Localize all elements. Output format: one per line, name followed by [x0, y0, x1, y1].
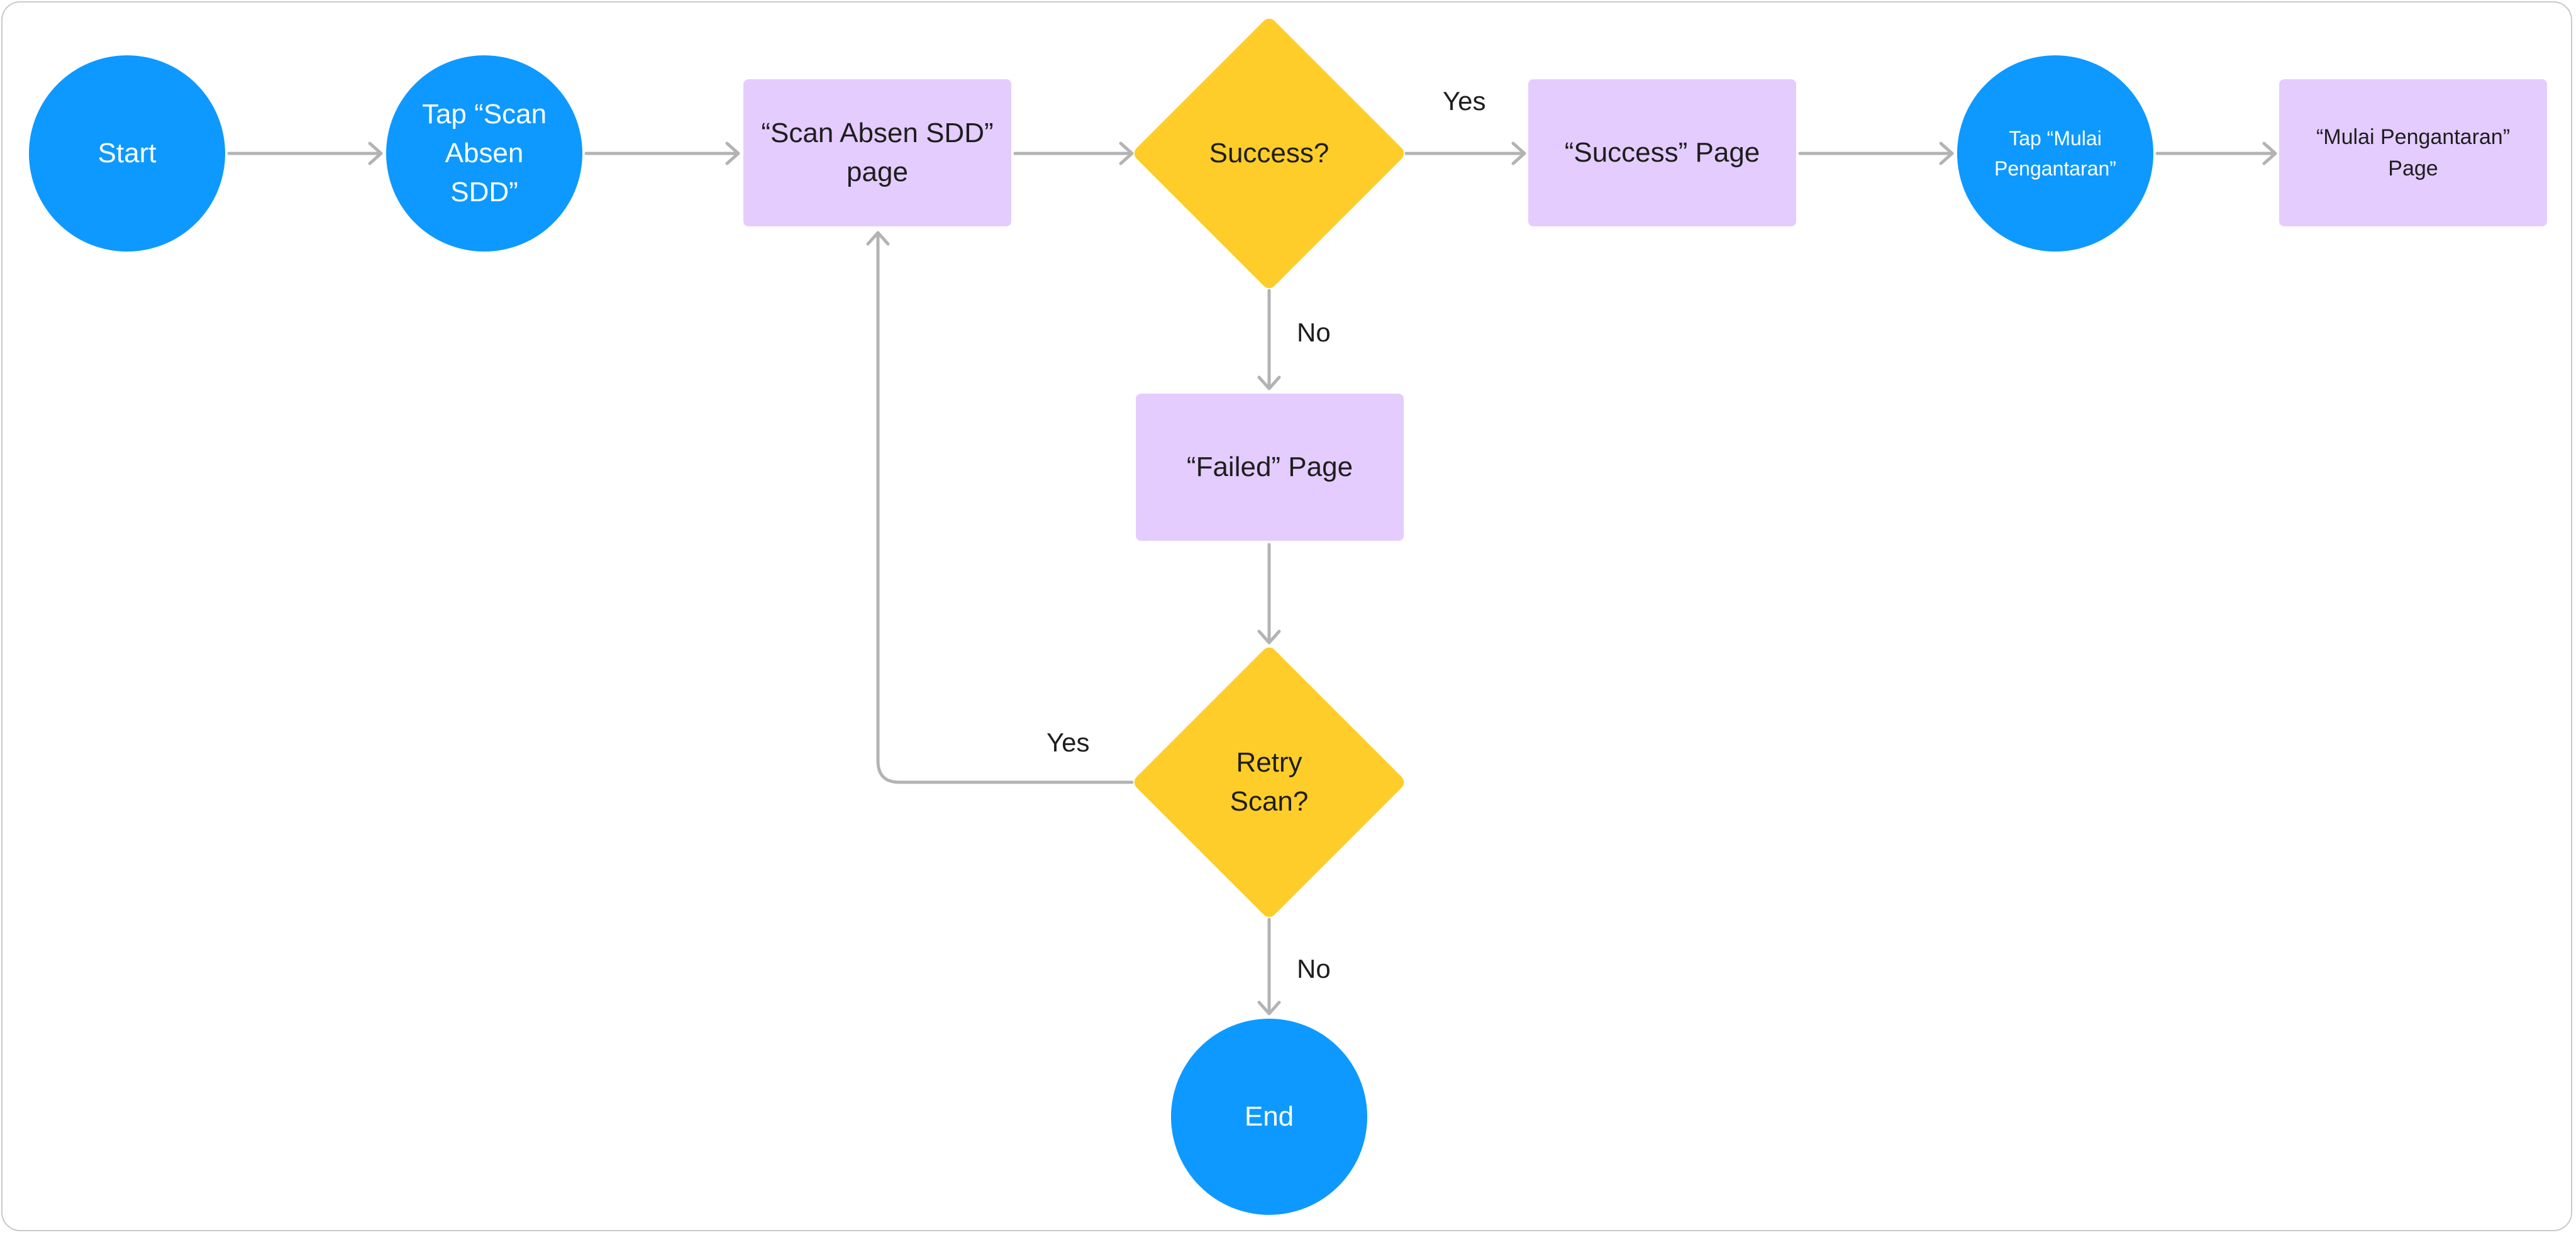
failed-page-label: “Failed” Page: [1186, 451, 1353, 482]
scan-page-label: “Scan Absen SDD” page: [761, 118, 994, 187]
edge-success-no: [1257, 289, 1281, 390]
success-page-node: “Success” Page: [1528, 79, 1796, 226]
edge-retry-yes: [866, 231, 1134, 784]
retry-decision-label: Retry Scan?: [1219, 719, 1319, 845]
mulai-page-label: “Mulai Pengantaran” Page: [2316, 125, 2511, 180]
start-label: Start: [97, 138, 157, 169]
start-node: Start: [29, 55, 225, 252]
edge-failed-to-retry: [1257, 543, 1281, 645]
success-decision-text: Success?: [1209, 138, 1330, 169]
edge-scan-page-to-success-q: [1013, 141, 1134, 165]
retry-decision-text: Retry Scan?: [1230, 747, 1309, 817]
edge-tap-scan-to-scan-page: [584, 141, 740, 165]
edge-start-to-tap-scan: [227, 141, 383, 165]
tap-scan-node: Tap “Scan Absen SDD”: [386, 55, 582, 252]
success-page-label: “Success” Page: [1564, 137, 1760, 168]
mulai-page-node: “Mulai Pengantaran” Page: [2279, 79, 2547, 226]
success-no-label: No: [1297, 318, 1331, 347]
end-label: End: [1244, 1101, 1294, 1132]
retry-yes-label: Yes: [1046, 728, 1090, 757]
tap-mulai-label: Tap “Mulai Pengantaran”: [1994, 127, 2116, 180]
failed-page-node: “Failed” Page: [1136, 394, 1404, 541]
tap-scan-label: Tap “Scan Absen SDD”: [421, 99, 547, 208]
end-node: End: [1171, 1019, 1367, 1215]
tap-mulai-node: Tap “Mulai Pengantaran”: [1957, 55, 2153, 252]
edge-success-yes: [1404, 141, 1526, 165]
retry-no-label: No: [1297, 954, 1331, 983]
edge-tap-mulai-to-mulai-page: [2155, 141, 2277, 165]
edge-retry-no: [1257, 917, 1281, 1016]
success-decision-label: Success?: [1143, 91, 1395, 216]
edge-success-page-to-tap-mulai: [1798, 141, 1954, 165]
scan-page-node: “Scan Absen SDD” page: [743, 79, 1011, 226]
success-yes-label: Yes: [1443, 86, 1486, 116]
